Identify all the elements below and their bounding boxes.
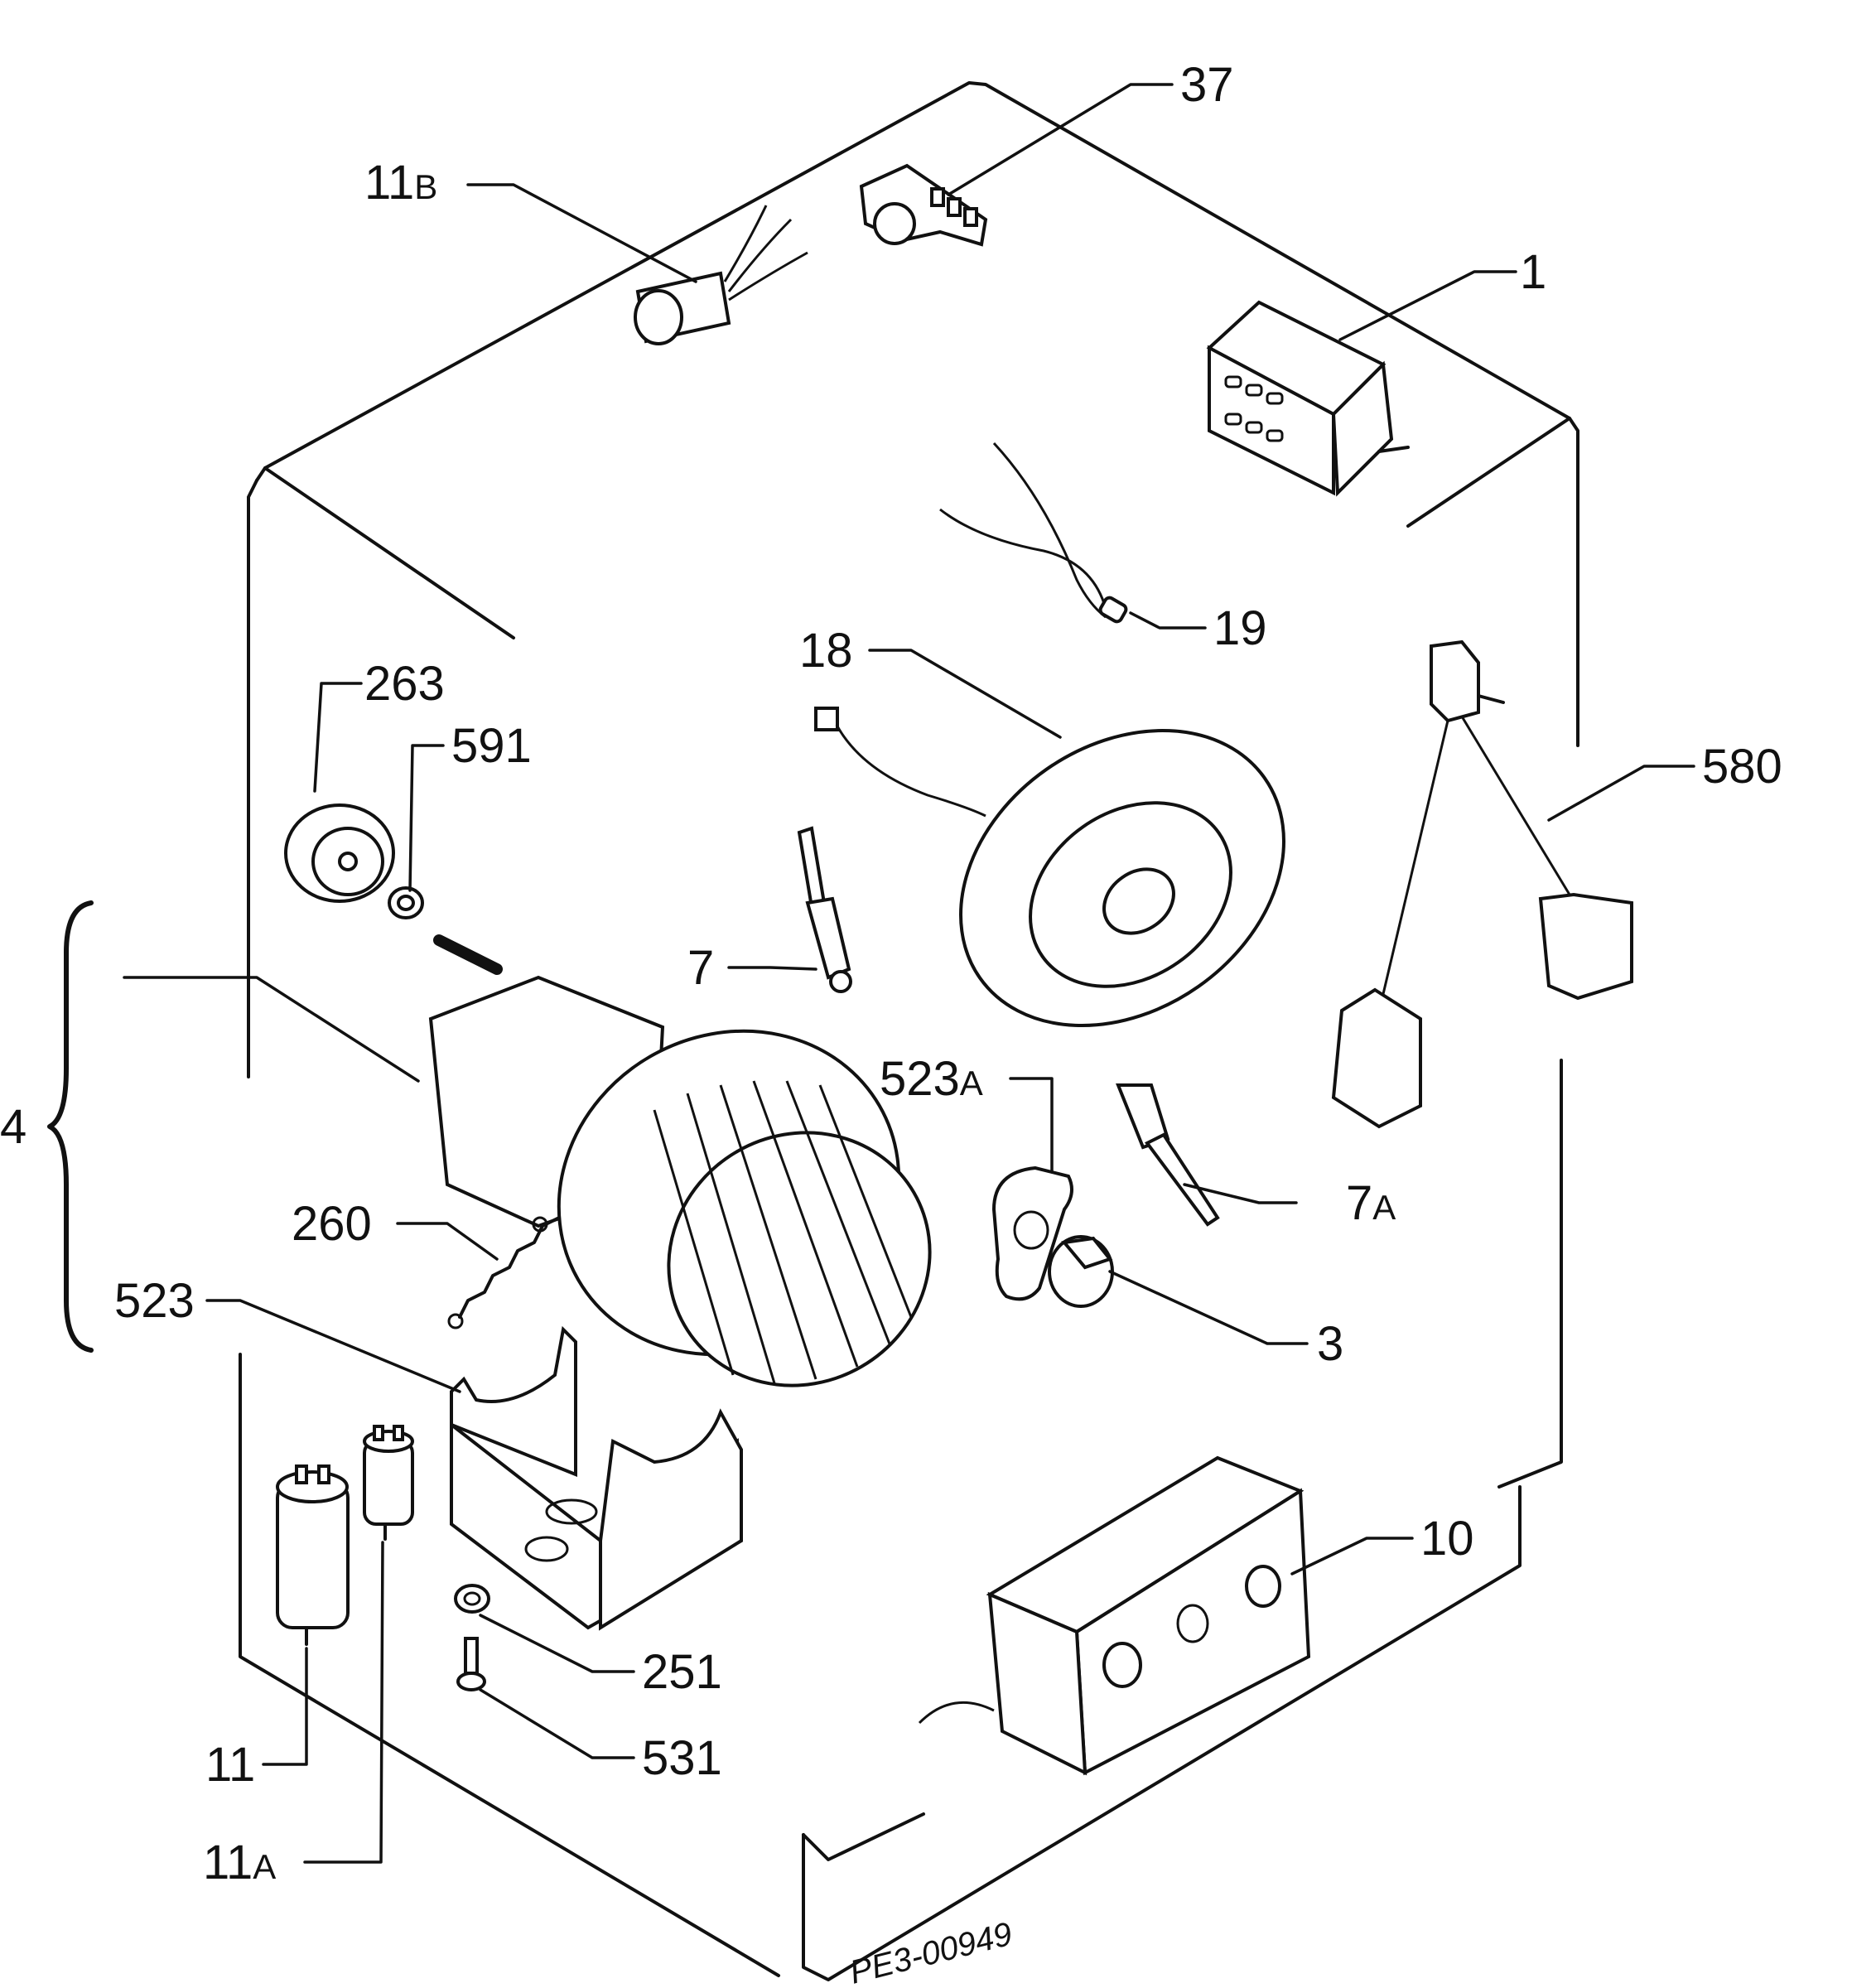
callout-37: 37 (1180, 58, 1234, 112)
callout-11a: 11A (203, 1836, 276, 1889)
sensor-19 (939, 442, 1128, 624)
callout-4: 4 (0, 1100, 27, 1154)
capacitor-11 (276, 1464, 350, 1646)
group-brace (47, 900, 94, 1353)
cabinet-outline (239, 81, 1579, 1981)
terminal-block-37 (859, 163, 988, 247)
leader-lines (123, 83, 1695, 1864)
callout-260: 260 (292, 1197, 372, 1251)
timer-unit-1 (1206, 300, 1410, 497)
callout-523a: 523A (880, 1052, 983, 1106)
drawing-code: PE3-00949 (846, 1916, 1016, 1988)
thermostat-7a (1116, 1083, 1220, 1227)
callout-531: 531 (642, 1731, 722, 1785)
callout-251: 251 (642, 1645, 722, 1699)
thermostat-7 (797, 826, 852, 993)
gasket-523a (991, 1165, 1073, 1301)
screw-531 (456, 1637, 486, 1691)
heater-10 (918, 1455, 1311, 1776)
callout-7: 7 (687, 941, 714, 995)
callout-18: 18 (799, 624, 853, 678)
callout-263: 263 (364, 657, 445, 711)
callout-11b: 11B (364, 156, 437, 210)
switch-assembly-580 (1331, 639, 1633, 1129)
nut-251 (454, 1584, 490, 1614)
callout-10: 10 (1420, 1512, 1474, 1566)
callout-523: 523 (114, 1274, 195, 1328)
callout-7a: 7A (1346, 1176, 1396, 1230)
callout-1: 1 (1520, 245, 1546, 299)
bracket-523 (450, 1325, 744, 1631)
pulley-263 (284, 803, 395, 903)
callout-3: 3 (1317, 1317, 1343, 1371)
fan-wheel-18 (814, 707, 1285, 1028)
callout-11: 11 (205, 1738, 255, 1792)
callout-591: 591 (451, 719, 532, 773)
callout-labels: 37 11B 1 19 18 263 591 580 7 4 523A 7A 2… (0, 58, 1782, 1889)
callout-19: 19 (1213, 601, 1267, 655)
spring-260 (447, 1216, 561, 1329)
motor-4 (428, 934, 932, 1387)
capacitor-11a (363, 1425, 414, 1541)
thermostat-3 (1048, 1235, 1114, 1308)
callout-580: 580 (1702, 740, 1782, 794)
washer-591 (388, 886, 424, 919)
capacitor-11b (634, 205, 808, 345)
